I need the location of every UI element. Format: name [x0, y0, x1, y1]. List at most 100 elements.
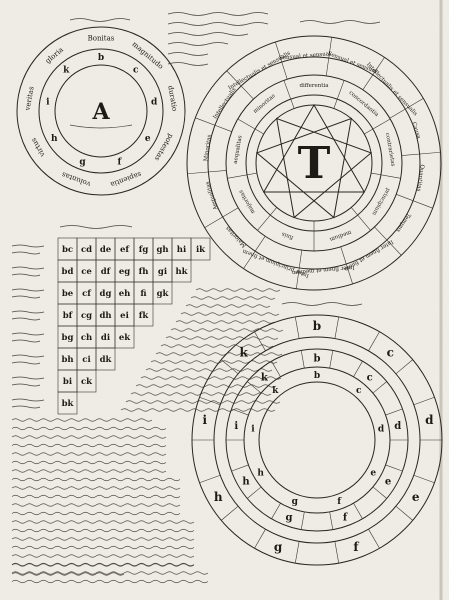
fig3-cell-0-7: ik [196, 245, 206, 255]
fig2-outer-spoke-9 [204, 207, 239, 228]
fig3-cell-5-2: dk [100, 355, 113, 365]
fig4-outer-letter-2: d [425, 413, 434, 427]
fig2-outer-word-2: Causa [410, 121, 421, 140]
text-line-5 [11, 460, 167, 465]
fig3-cell-0-2: de [100, 245, 112, 255]
fig3-cell-0-4: fg [139, 245, 149, 255]
text-line-0 [11, 418, 153, 422]
fig4-outer-spoke-0 [334, 316, 340, 339]
heading-scribble-mid-6 [167, 62, 209, 66]
fig3-side-scribble-6 [11, 376, 45, 380]
text-line-36 [125, 400, 281, 404]
fig4-middle-letter-3: e [385, 476, 391, 487]
fig3-side-scribble-b-3 [11, 317, 41, 321]
fig2-inner-word-2: contrarietas [384, 132, 396, 167]
fig3-cell-4-0: bg [62, 333, 74, 343]
text-line-12 [11, 520, 195, 524]
text-line-2 [11, 435, 167, 439]
fig4-inner-spoke-14 [231, 408, 249, 416]
text-line-33 [140, 376, 282, 380]
fig2-center-letter: T [298, 138, 331, 189]
fig1-letter-b: b [98, 53, 104, 63]
fig2-outer-spoke-2 [389, 98, 424, 119]
fig4-outer-spoke-5 [413, 474, 435, 484]
fig4-outer-spoke-10 [254, 529, 266, 549]
fig4-outer-spoke-9 [294, 541, 300, 564]
text-line-24 [185, 304, 271, 308]
heading-scribble-mid-1 [167, 12, 269, 16]
fig3-cell-1-6: hk [175, 267, 188, 277]
fig2-inner-spoke-3 [351, 207, 371, 231]
text-line-17 [11, 562, 195, 567]
fig3-cell-box-4-3 [114, 325, 135, 349]
fig4-middle-letter-7: i [234, 421, 238, 432]
fig2-outer-word-13: Sensual et sensual [279, 51, 332, 61]
fig4-outer-letter-5: g [274, 540, 283, 554]
text-line-6 [11, 469, 167, 473]
fig1-word-0: Bonitas [88, 35, 115, 43]
text-line-14 [11, 537, 195, 541]
fig3-side-scribble-4 [11, 332, 45, 336]
fig3-cell-2-4: fi [140, 289, 146, 299]
fig1-center-caption-scribble [69, 124, 133, 129]
fig1-letter-d: d [151, 98, 158, 108]
fig2-outer-spoke-1 [362, 57, 385, 90]
fig3-cell-0-1: cd [81, 245, 92, 255]
fig3-side-scribble-b-2 [11, 295, 41, 299]
text-line-25 [180, 312, 280, 316]
fig3-cell-box-0-7 [190, 237, 211, 261]
heading-scribble-right [299, 20, 381, 24]
fig4-middle-letter-2: d [394, 421, 401, 432]
fig3-cell-3-0: bf [63, 311, 74, 321]
fig3-side-scribble-3 [11, 310, 45, 314]
fig3-cell-0-3: ef [120, 245, 130, 255]
fig4-outer-letter-7: i [202, 413, 207, 427]
fig4-outer-letter-3: e [412, 490, 420, 504]
fig2-outer-spoke-4 [396, 194, 433, 209]
text-line-37 [120, 408, 276, 412]
fig2-outer-spoke-13 [275, 41, 288, 80]
fig3-cell-0-0: bc [62, 245, 73, 255]
fig3-side-scribble-b-7 [11, 405, 41, 409]
fig1-letter-g: g [79, 158, 86, 168]
fig4-outer-spoke-3 [413, 396, 435, 406]
text-line-7 [11, 477, 181, 482]
fig2-triangle-up [262, 103, 366, 193]
fig3-side-scribble-2 [11, 288, 45, 292]
fig3-cell-1-0: bd [62, 267, 74, 277]
fig3-cell-4-3: ek [119, 333, 131, 343]
fig2-inner-spoke-2 [371, 172, 401, 179]
fig3-cell-6-1: ck [81, 377, 93, 387]
fig4-outer-spoke-6 [395, 505, 413, 521]
text-line-32 [145, 368, 273, 372]
fig2-inner-spoke-5 [257, 207, 277, 231]
text-line-18 [11, 571, 209, 575]
text-line-13 [11, 528, 195, 533]
text-line-3 [11, 443, 167, 448]
fig3-cell-3-4: fk [139, 311, 150, 321]
fig3-side-scribble-1 [11, 266, 45, 270]
fig2-inner-spoke-8 [283, 80, 295, 109]
fig2-inner-word-5: finis [281, 230, 294, 240]
text-line-4 [11, 452, 167, 456]
fig4-inner-spoke-7 [353, 503, 363, 519]
heading-scribble-mid-4 [167, 42, 229, 46]
text-line-1 [11, 426, 167, 431]
fig3-cell-1-3: eg [119, 267, 130, 277]
fig3-cell-7-0: bk [62, 399, 75, 409]
fig4-inner-spoke-8 [329, 511, 334, 530]
text-line-15 [11, 545, 195, 550]
fig4-inner-spoke-2 [372, 381, 387, 394]
text-line-29 [160, 344, 274, 348]
fig4-outer-letter-0: b [313, 319, 321, 333]
fig4-inner-letter-6: h [257, 469, 264, 479]
fig3-cell-1-1: ce [81, 267, 92, 277]
fig4-outer-spoke-14 [199, 396, 221, 406]
heading-scribble-left [69, 18, 131, 22]
fig3-cell-4-1: ch [81, 333, 92, 343]
